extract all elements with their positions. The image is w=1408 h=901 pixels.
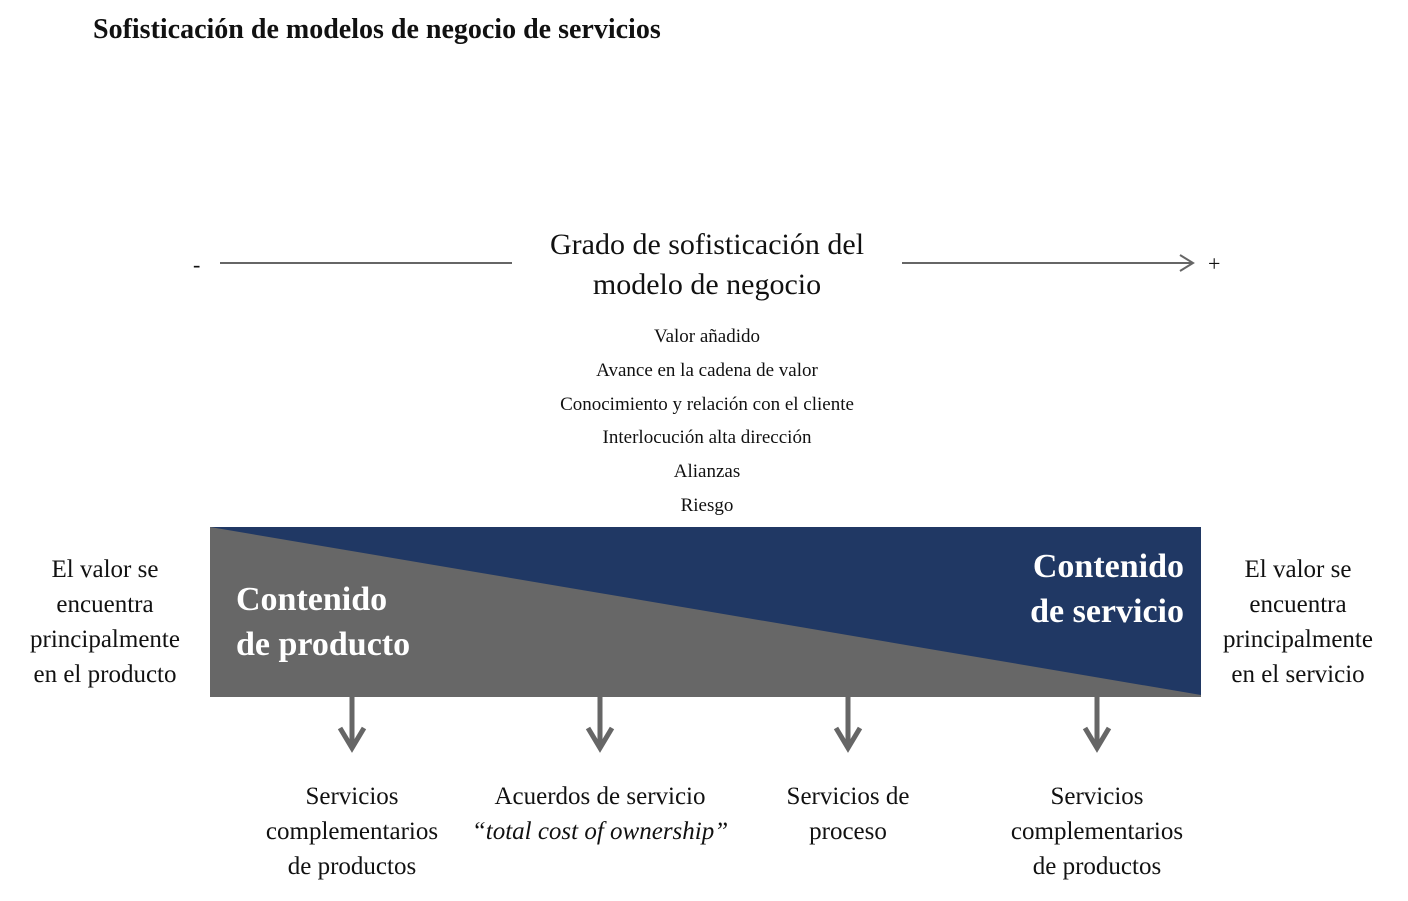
outcome-line: Servicios (305, 783, 399, 810)
outcome-line: Servicios de (786, 783, 910, 810)
outcome-item: Acuerdos de servicio “total cost of owne… (470, 779, 730, 849)
outcome-item: Servicios de proceso (718, 779, 978, 849)
axis-label-line: Grado de sofisticación del (549, 228, 865, 261)
label-line: Contenido (1032, 548, 1184, 585)
outcome-line: de productos (1032, 853, 1162, 880)
note-line: en el producto (33, 661, 177, 688)
outcome-line: de productos (287, 853, 417, 880)
factor-item: Conocimiento y relación con el cliente (560, 393, 854, 415)
outcome-line: proceso (809, 818, 887, 845)
down-arrow-icon (585, 697, 615, 753)
note-line: El valor se (1244, 556, 1352, 583)
outcome-item: Servicios complementarios de productos (222, 779, 482, 884)
note-line: El valor se (51, 556, 159, 583)
label-line: Contenido (236, 581, 388, 618)
outcome-item: Servicios complementarios de productos (967, 779, 1227, 884)
axis-label-line: modelo de negocio (592, 268, 822, 301)
product-content-label: Contenido de producto (236, 577, 410, 667)
down-arrows (337, 697, 1112, 753)
outcome-line: Servicios (1050, 783, 1144, 810)
down-arrow-icon (337, 697, 367, 753)
factor-item: Riesgo (680, 494, 734, 516)
note-line: encuentra (56, 591, 154, 618)
left-note: El valor se encuentra principalmente en … (5, 552, 205, 692)
service-content-label: Contenido de servicio (1030, 544, 1184, 634)
note-line: encuentra (1249, 591, 1347, 618)
down-arrow-icon (833, 697, 863, 753)
factor-item: Interlocución alta dirección (602, 427, 812, 449)
axis-plus: + (1208, 251, 1221, 276)
page-title: Sofisticación de modelos de negocio de s… (93, 14, 661, 45)
right-note: El valor se encuentra principalmente en … (1198, 552, 1398, 692)
axis-minus: - (193, 252, 201, 277)
label-line: de producto (236, 626, 411, 663)
axis-arrowhead-icon (1179, 254, 1195, 272)
factor-item: Valor añadido (653, 326, 761, 347)
note-line: principalmente (1223, 626, 1373, 653)
outcome-line: complementarios (1010, 818, 1184, 845)
down-arrow-icon (1082, 697, 1112, 753)
factor-list: Valor añadido Avance en la cadena de val… (500, 320, 914, 523)
note-line: principalmente (30, 626, 180, 653)
outcome-line: complementarios (265, 818, 439, 845)
factor-item: Alianzas (673, 461, 741, 483)
outcome-line: “total cost of ownership” (471, 818, 729, 845)
axis-label: Grado de sofisticación del modelo de neg… (512, 225, 902, 305)
factor-item: Avance en la cadena de valor (596, 359, 818, 381)
outcome-line: Acuerdos de servicio (494, 783, 706, 810)
label-line: de servicio (1030, 593, 1184, 630)
service-content-area (210, 527, 1201, 695)
note-line: en el servicio (1231, 661, 1365, 688)
